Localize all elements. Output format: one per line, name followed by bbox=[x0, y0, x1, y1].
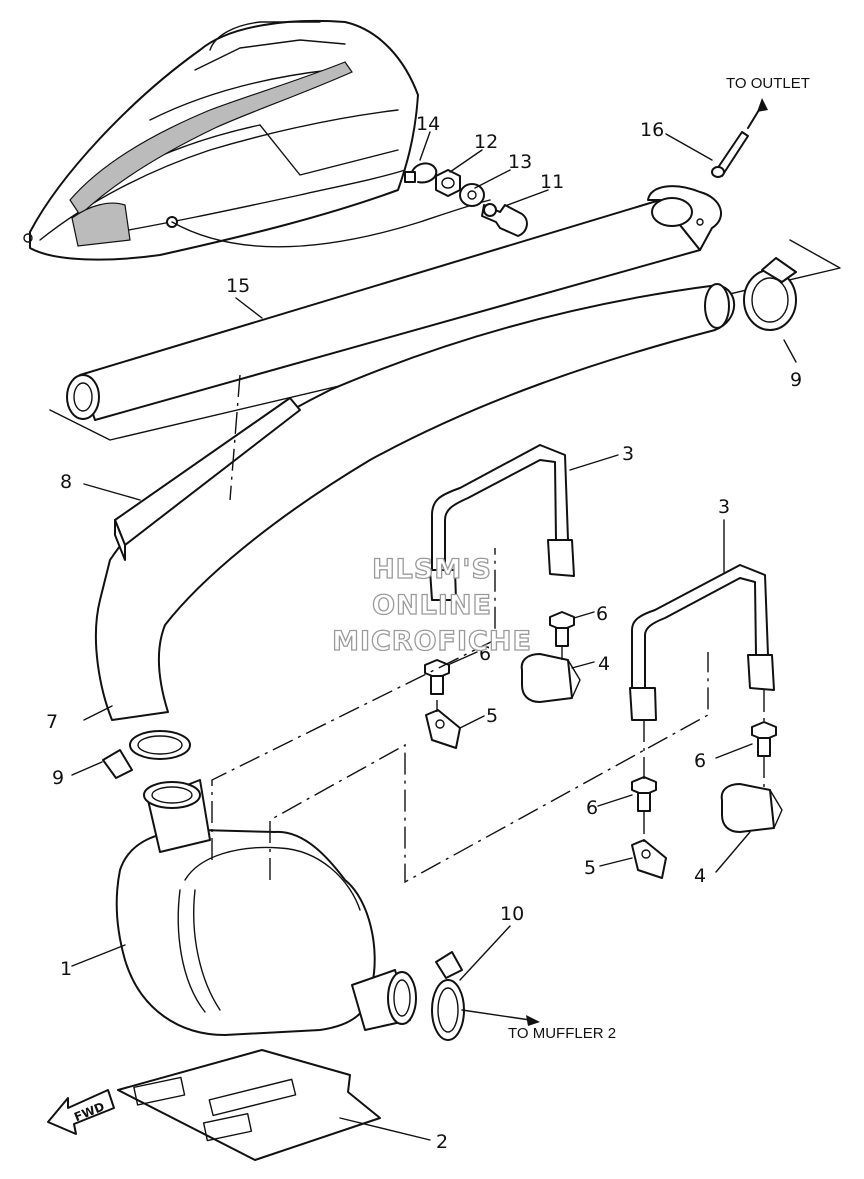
part-6-bolt-d bbox=[631, 776, 657, 812]
label-4-upper: 4 bbox=[598, 653, 610, 675]
part-6-bolt-c bbox=[751, 721, 777, 757]
note-to-outlet: TO OUTLET bbox=[726, 75, 810, 92]
part-10-hose-clamp bbox=[431, 951, 465, 1041]
part-16-nipple bbox=[711, 98, 768, 178]
label-9-upper: 9 bbox=[790, 369, 802, 391]
part-11-fitting bbox=[481, 203, 528, 237]
label-9-lower: 9 bbox=[52, 767, 64, 789]
label-5-upper: 5 bbox=[486, 705, 498, 727]
label-14: 14 bbox=[416, 113, 440, 135]
label-15: 15 bbox=[226, 275, 250, 297]
part-4-damper-upper bbox=[520, 653, 581, 703]
label-7: 7 bbox=[46, 711, 58, 733]
part-12-nut bbox=[435, 169, 461, 197]
label-4-lower: 4 bbox=[694, 865, 706, 887]
part-8-insulator bbox=[114, 397, 301, 561]
part-4-damper-lower bbox=[720, 783, 783, 833]
callout-labels: 1 2 3 3 4 4 5 5 6 6 6 6 7 8 9 9 10 11 12… bbox=[46, 113, 802, 1153]
part-3-bracket-lower bbox=[629, 564, 775, 721]
part-15-exhaust-pipe bbox=[49, 185, 841, 441]
watermark-line-3: MICROFICHE bbox=[332, 626, 532, 657]
label-6-a: 6 bbox=[596, 603, 608, 625]
part-3-bracket-upper bbox=[429, 444, 575, 601]
part-6-bolt-b bbox=[424, 659, 450, 695]
center-lines bbox=[211, 374, 765, 884]
part-13-washer bbox=[459, 183, 485, 207]
label-5-lower: 5 bbox=[584, 857, 596, 879]
label-11: 11 bbox=[540, 171, 564, 193]
part-2-plate bbox=[117, 1049, 381, 1161]
part-14-hose-clamp bbox=[404, 162, 438, 184]
to-muffler-arrow bbox=[461, 1009, 540, 1026]
label-6-c: 6 bbox=[694, 750, 706, 772]
part-9-hose-clamp-upper bbox=[743, 257, 797, 331]
label-10: 10 bbox=[500, 903, 524, 925]
label-3-lower: 3 bbox=[718, 496, 730, 518]
label-8: 8 bbox=[60, 471, 72, 493]
watermark-line-1: HLSM'S bbox=[372, 554, 492, 585]
label-16: 16 bbox=[640, 119, 664, 141]
label-6-d: 6 bbox=[586, 797, 598, 819]
label-1: 1 bbox=[60, 958, 72, 980]
watermark-line-2: ONLINE bbox=[372, 590, 492, 621]
part-1-muffler bbox=[115, 779, 417, 1036]
part-9-hose-clamp-lower bbox=[102, 730, 191, 779]
label-6-b: 6 bbox=[479, 643, 491, 665]
label-13: 13 bbox=[508, 151, 532, 173]
part-5-clip-upper bbox=[425, 709, 461, 749]
note-to-muffler: TO MUFFLER 2 bbox=[508, 1025, 616, 1042]
part-5-clip-lower bbox=[631, 839, 667, 879]
leader-lines bbox=[71, 131, 797, 1141]
forward-arrow-icon: FWD bbox=[47, 1089, 115, 1135]
part-7-hose bbox=[94, 283, 736, 721]
watercraft-inset bbox=[23, 19, 491, 261]
part-6-bolt-a bbox=[549, 611, 575, 647]
label-2: 2 bbox=[436, 1131, 448, 1153]
label-12: 12 bbox=[474, 131, 498, 153]
label-3-upper: 3 bbox=[622, 443, 634, 465]
watermark: HLSM'S ONLINE MICROFICHE bbox=[331, 553, 532, 657]
